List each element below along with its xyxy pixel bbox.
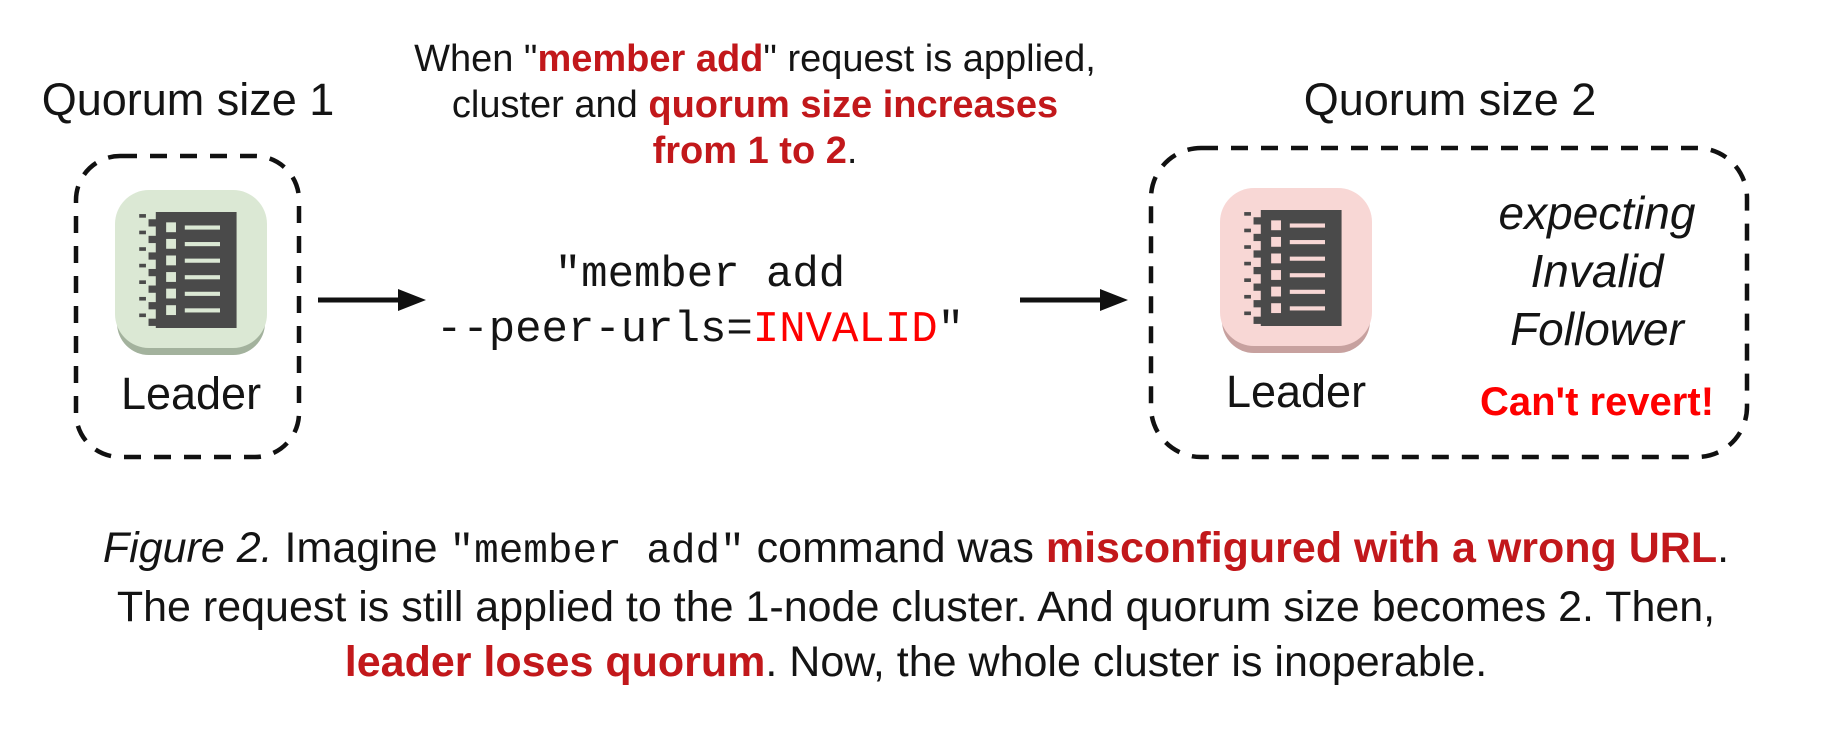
ledger-icon bbox=[1244, 210, 1342, 326]
left-cluster-box bbox=[73, 153, 302, 465]
note-text: " request is applied, bbox=[763, 38, 1096, 80]
arrow-right-icon bbox=[1018, 285, 1130, 320]
note-text: . bbox=[846, 130, 858, 172]
right-quorum-title: Quorum size 2 bbox=[1303, 74, 1597, 125]
expecting-line: Follower bbox=[1510, 303, 1684, 355]
left-quorum-title: Quorum size 1 bbox=[41, 74, 335, 125]
member-add-command: "member add --peer-urls=INVALID" bbox=[400, 248, 1000, 358]
figure-caption: Figure 2. Imagine "member add" command w… bbox=[0, 521, 1832, 690]
ledger-icon bbox=[139, 212, 237, 328]
note-text: cluster and bbox=[451, 84, 649, 126]
caption-text: command was bbox=[744, 524, 1046, 572]
command-line1: "member add bbox=[554, 250, 846, 300]
expecting-line: Invalid bbox=[1530, 245, 1664, 297]
command-invalid-value: INVALID bbox=[752, 305, 938, 355]
left-leader-label: Leader bbox=[120, 368, 262, 419]
member-add-note: When "member add" request is applied, cl… bbox=[400, 36, 1110, 174]
figure-label: Figure 2. bbox=[102, 524, 273, 572]
dashed-border bbox=[73, 153, 302, 460]
note-em-member-add: member add bbox=[537, 38, 764, 80]
note-text: When " bbox=[414, 38, 538, 80]
right-cluster-box bbox=[1148, 145, 1750, 465]
caption-text: . Now, the whole cluster is inoperable. bbox=[765, 638, 1488, 686]
arrow-right-icon bbox=[316, 285, 428, 320]
caption-em-leader-loses-quorum: leader loses quorum bbox=[344, 638, 766, 686]
expecting-invalid-follower-note: expecting Invalid Follower bbox=[1437, 184, 1757, 358]
command-closing-quote: " bbox=[937, 305, 965, 355]
caption-em-misconfigured: misconfigured with a wrong URL bbox=[1045, 524, 1718, 572]
right-leader-label: Leader bbox=[1225, 366, 1367, 417]
caption-text: Imagine bbox=[272, 524, 450, 572]
caption-code-member-add: "member add" bbox=[449, 529, 745, 575]
note-em-quorum-increase: quorum size increases bbox=[648, 84, 1059, 126]
caption-text: The request is still applied to the 1-no… bbox=[116, 583, 1716, 631]
command-line2: --peer-urls= bbox=[435, 305, 753, 355]
leader-node-tile-pink bbox=[1220, 188, 1372, 346]
dashed-border bbox=[1148, 145, 1750, 460]
leader-node-tile-green bbox=[115, 190, 267, 348]
caption-text: . bbox=[1717, 524, 1730, 572]
note-em-from-1-to-2: from 1 to 2 bbox=[652, 130, 847, 172]
expecting-line: expecting bbox=[1498, 187, 1696, 239]
cant-revert-warning: Can't revert! bbox=[1479, 380, 1715, 424]
